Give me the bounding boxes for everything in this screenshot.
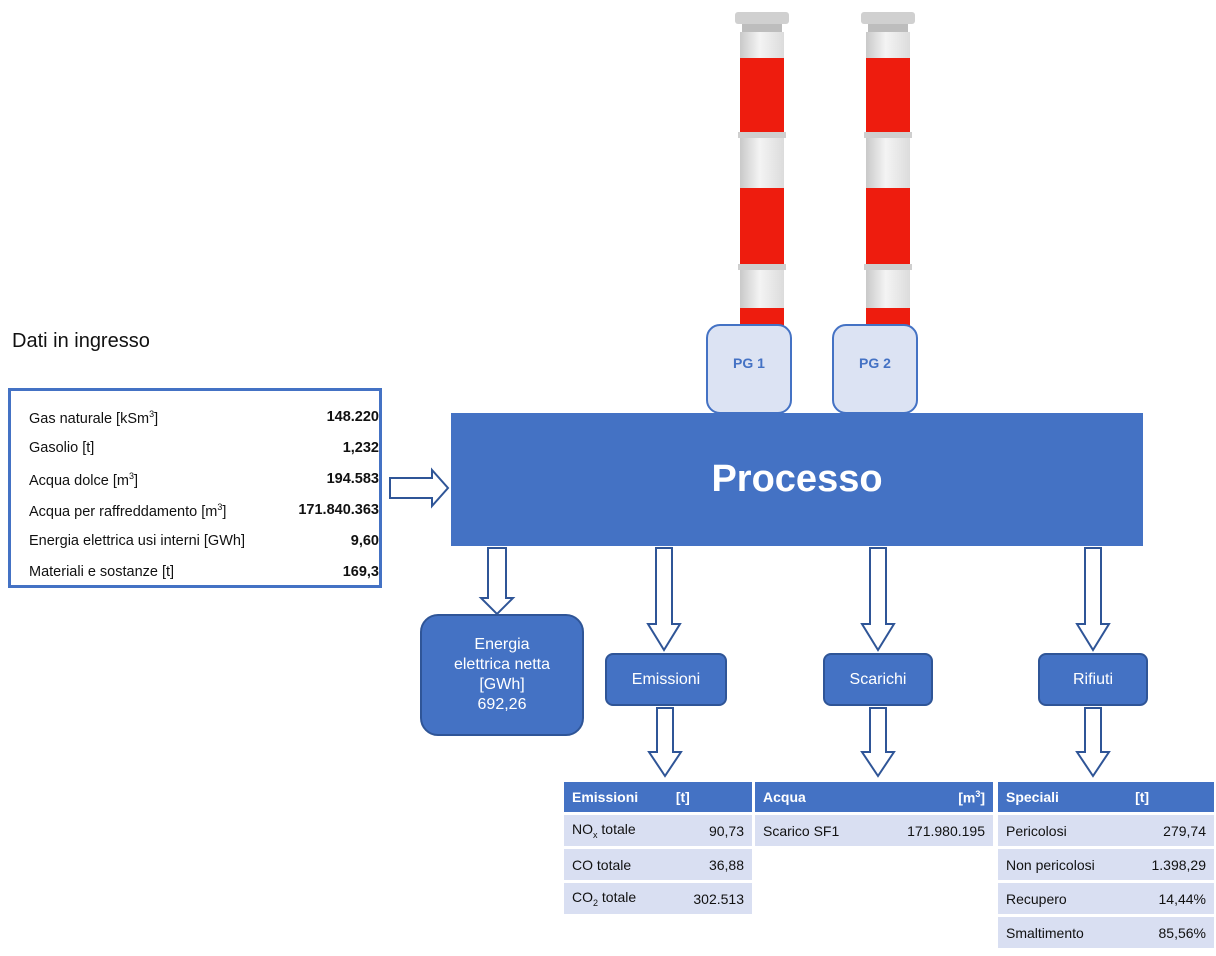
input-label: Energia elettrica usi interni [GWh] [29, 533, 245, 549]
input-label: Acqua dolce [m3] [29, 471, 138, 489]
input-row: Materiali e sostanze [t] 169,3 [29, 564, 379, 588]
emissioni-table: Emissioni [t] NOx totale 90,73 CO totale… [564, 782, 752, 917]
table-cell-value: 36,88 [667, 847, 752, 883]
table-row: CO2 totale 302.513 [564, 881, 752, 917]
table-cell-label: Scarico SF1 [755, 813, 873, 849]
table-cell-value: 171.980.195 [872, 813, 993, 849]
input-row: Gas naturale [kSm3] 148.220 [29, 409, 379, 433]
table-cell-label: NOx totale [564, 813, 668, 849]
table-cell-value: 85,56% [1127, 915, 1214, 951]
input-row: Acqua per raffreddamento [m3] 171.840.36… [29, 502, 379, 526]
energy-label-line1: Energia [474, 636, 530, 653]
pg1-unit: PG 1 [706, 324, 792, 414]
input-value: 1,232 [342, 440, 379, 456]
input-label: Gas naturale [kSm3] [29, 409, 159, 427]
table-cell-value: 1.398,29 [1127, 847, 1214, 883]
arrow-scarichi-to-table [860, 707, 896, 778]
rifiuti-box: Rifiuti [1038, 653, 1148, 706]
arrow-process-to-energy [478, 547, 516, 616]
input-row: Gasolio [t] 1,232 [29, 440, 379, 464]
input-data-box: Gas naturale [kSm3] 148.220 Gasolio [t] … [8, 388, 382, 588]
emissioni-label: Emissioni [631, 670, 701, 688]
arrow-rifiuti-to-table [1075, 707, 1111, 778]
table-row: Non pericolosi 1.398,29 [998, 847, 1214, 883]
table-cell-value: 90,73 [667, 813, 752, 849]
table-row: Scarico SF1 171.980.195 [755, 813, 993, 849]
energy-label-line2: elettrica netta [453, 656, 551, 673]
pg1-label: PG 1 [733, 355, 765, 371]
acqua-table: Acqua [m3] Scarico SF1 171.980.195 [755, 782, 993, 849]
input-label: Materiali e sostanze [t] [29, 564, 175, 580]
table-cell-label: Recupero [998, 881, 1128, 917]
table-header-cell: [t] [667, 782, 752, 815]
arrow-input-to-process [389, 467, 450, 509]
arrow-process-to-emissioni [646, 547, 682, 652]
arrow-process-to-rifiuti [1075, 547, 1111, 652]
pg2-unit: PG 2 [832, 324, 918, 414]
table-row: Recupero 14,44% [998, 881, 1214, 917]
table-header-cell: Speciali [998, 782, 1128, 815]
smokestack-1 [735, 12, 789, 328]
table-cell-label: CO2 totale [564, 881, 668, 917]
input-value: 171.840.363 [298, 502, 379, 518]
table-cell-label: Non pericolosi [998, 847, 1128, 883]
table-header-cell: Emissioni [564, 782, 668, 815]
table-header-row: Speciali [t] [998, 782, 1214, 815]
table-header-row: Emissioni [t] [564, 782, 752, 815]
emissioni-box: Emissioni [605, 653, 727, 706]
rifiuti-label: Rifiuti [1072, 670, 1113, 688]
input-label: Gasolio [t] [29, 440, 95, 456]
table-cell-value: 279,74 [1127, 813, 1214, 849]
process-block: Processo [451, 413, 1143, 546]
input-value: 148.220 [326, 409, 379, 425]
table-row: Pericolosi 279,74 [998, 813, 1214, 849]
table-header-cell: [t] [1127, 782, 1214, 815]
process-label: Processo [711, 458, 883, 500]
arrow-emissioni-to-table [647, 707, 683, 778]
table-cell-label: Smaltimento [998, 915, 1128, 951]
input-value: 9,60 [350, 533, 379, 549]
table-cell-label: CO totale [564, 847, 668, 883]
table-cell-value: 302.513 [667, 881, 752, 917]
smokestack-2 [861, 12, 915, 328]
input-row: Energia elettrica usi interni [GWh] 9,60 [29, 533, 379, 557]
speciali-table: Speciali [t] Pericolosi 279,74 Non peric… [998, 782, 1214, 951]
table-cell-value: 14,44% [1127, 881, 1214, 917]
table-header-cell: [m3] [872, 782, 993, 815]
input-title: Dati in ingresso [12, 330, 150, 352]
table-header-row: Acqua [m3] [755, 782, 993, 815]
table-row: Smaltimento 85,56% [998, 915, 1214, 951]
arrow-process-to-scarichi [860, 547, 896, 652]
input-value: 169,3 [342, 564, 379, 580]
input-value: 194.583 [326, 471, 379, 487]
energy-output-box: Energia elettrica netta [GWh] 692,26 [420, 614, 584, 736]
energy-label-line3: [GWh] [479, 676, 525, 693]
table-header-cell: Acqua [755, 782, 873, 815]
table-row: NOx totale 90,73 [564, 813, 752, 849]
pg2-label: PG 2 [859, 355, 891, 371]
scarichi-box: Scarichi [823, 653, 933, 706]
input-row: Acqua dolce [m3] 194.583 [29, 471, 379, 495]
input-label: Acqua per raffreddamento [m3] [29, 502, 227, 520]
scarichi-label: Scarichi [849, 670, 907, 688]
table-row: CO totale 36,88 [564, 847, 752, 883]
energy-value: 692,26 [477, 696, 527, 713]
table-cell-label: Pericolosi [998, 813, 1128, 849]
